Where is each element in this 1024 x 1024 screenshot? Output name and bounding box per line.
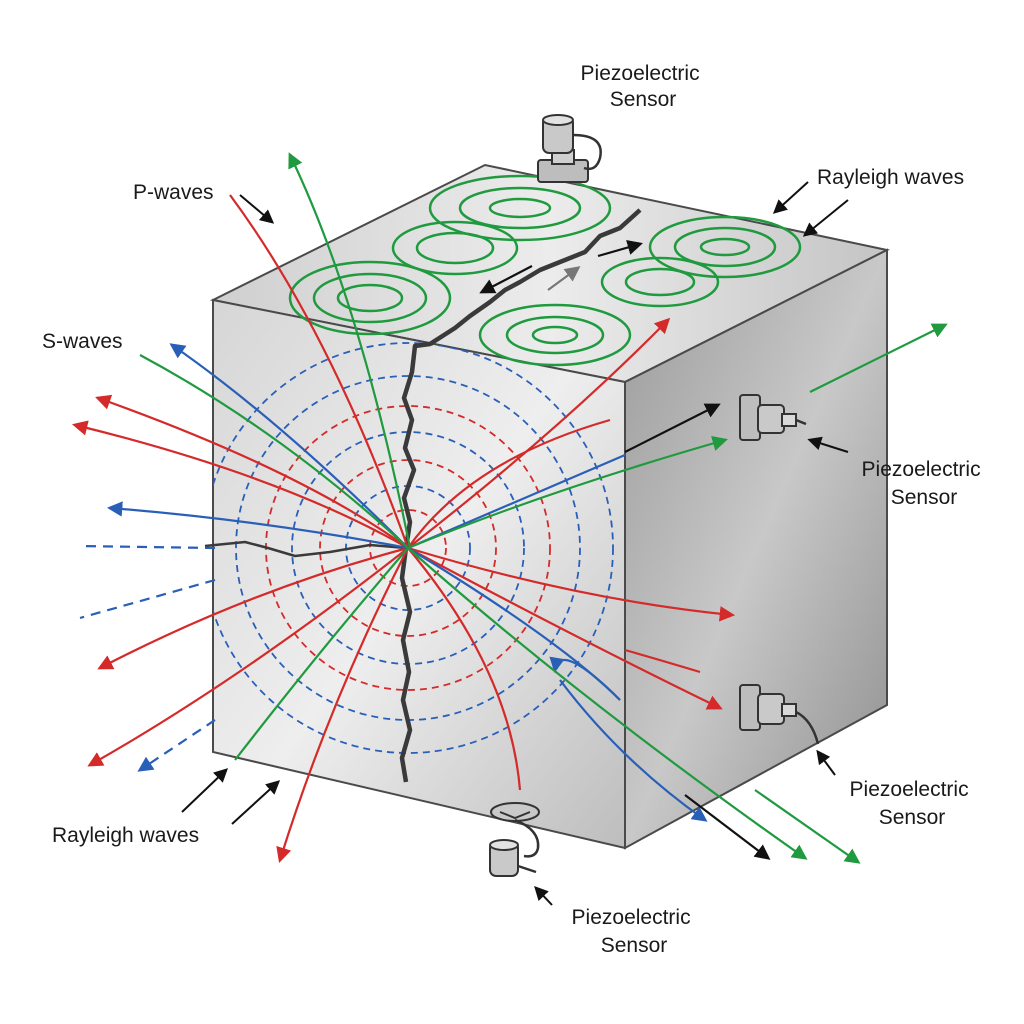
- s-wave-rays: [79, 343, 708, 822]
- sensor-right-upper-label: Piezoelectric Sensor: [862, 458, 987, 509]
- cube-front-face: [212, 298, 626, 850]
- sensor-bottom-pointer: [534, 885, 553, 906]
- rayleigh-bottom-pointer-1: [181, 768, 229, 813]
- sensor-top-label-line1: Piezoelectric: [581, 62, 700, 85]
- piezoelectric-sensor-icon: [739, 684, 820, 745]
- specimen-cube: [209, 163, 890, 850]
- sensor-bottom-label-line1: Piezoelectric: [572, 906, 691, 929]
- sensor-bottom-label: Piezoelectric Sensor: [572, 906, 697, 957]
- sensor-top-label: Piezoelectric Sensor: [581, 62, 706, 111]
- p-waves-label: P-waves: [133, 181, 214, 204]
- rayleigh-ripple-6: [648, 215, 802, 279]
- rayleigh-top-pointer-2: [802, 199, 849, 237]
- rayleigh-bottom-label: Rayleigh waves: [52, 824, 199, 847]
- rayleigh-ripple-1: [288, 260, 452, 336]
- sensor-right-lower-label-line1: Piezoelectric: [850, 778, 969, 801]
- sensor-right-lower-label-line2: Sensor: [879, 806, 946, 829]
- rayleigh-ripple-4: [478, 303, 632, 367]
- sensor-top-label-line2: Sensor: [610, 88, 677, 111]
- label-pointers: [181, 181, 849, 906]
- rayleigh-ripple-2: [391, 220, 519, 276]
- crack: [204, 208, 642, 783]
- rayleigh-surface-waves: [288, 174, 802, 367]
- rayleigh-top-pointer-1: [772, 181, 809, 214]
- p-wave-rays: [72, 194, 736, 863]
- cube-right-face: [624, 248, 888, 850]
- s-waves-label: S-waves: [42, 330, 123, 353]
- rayleigh-bottom-pointer-2: [231, 780, 281, 825]
- piezoelectric-sensor-icon: [739, 394, 807, 441]
- sensor-right-upper-pointer: [807, 436, 849, 453]
- sensor-right-upper-label-line2: Sensor: [891, 486, 958, 509]
- surface-arrows: [479, 239, 771, 860]
- sensor-right-lower-label: Piezoelectric Sensor: [850, 778, 975, 829]
- sensor-right-upper-label-line1: Piezoelectric: [862, 458, 981, 481]
- sensor-bottom-label-line2: Sensor: [601, 934, 668, 957]
- piezoelectric-sensor-icon: [537, 114, 602, 183]
- piezoelectric-sensor-icon: [489, 802, 540, 877]
- sensor-right-lower-pointer: [816, 749, 836, 776]
- green-wave-rays: [139, 152, 948, 864]
- rayleigh-top-label: Rayleigh waves: [817, 166, 964, 189]
- rayleigh-ripple-5: [600, 256, 720, 308]
- rayleigh-ripple-3: [428, 174, 612, 242]
- p-waves-pointer: [239, 194, 275, 224]
